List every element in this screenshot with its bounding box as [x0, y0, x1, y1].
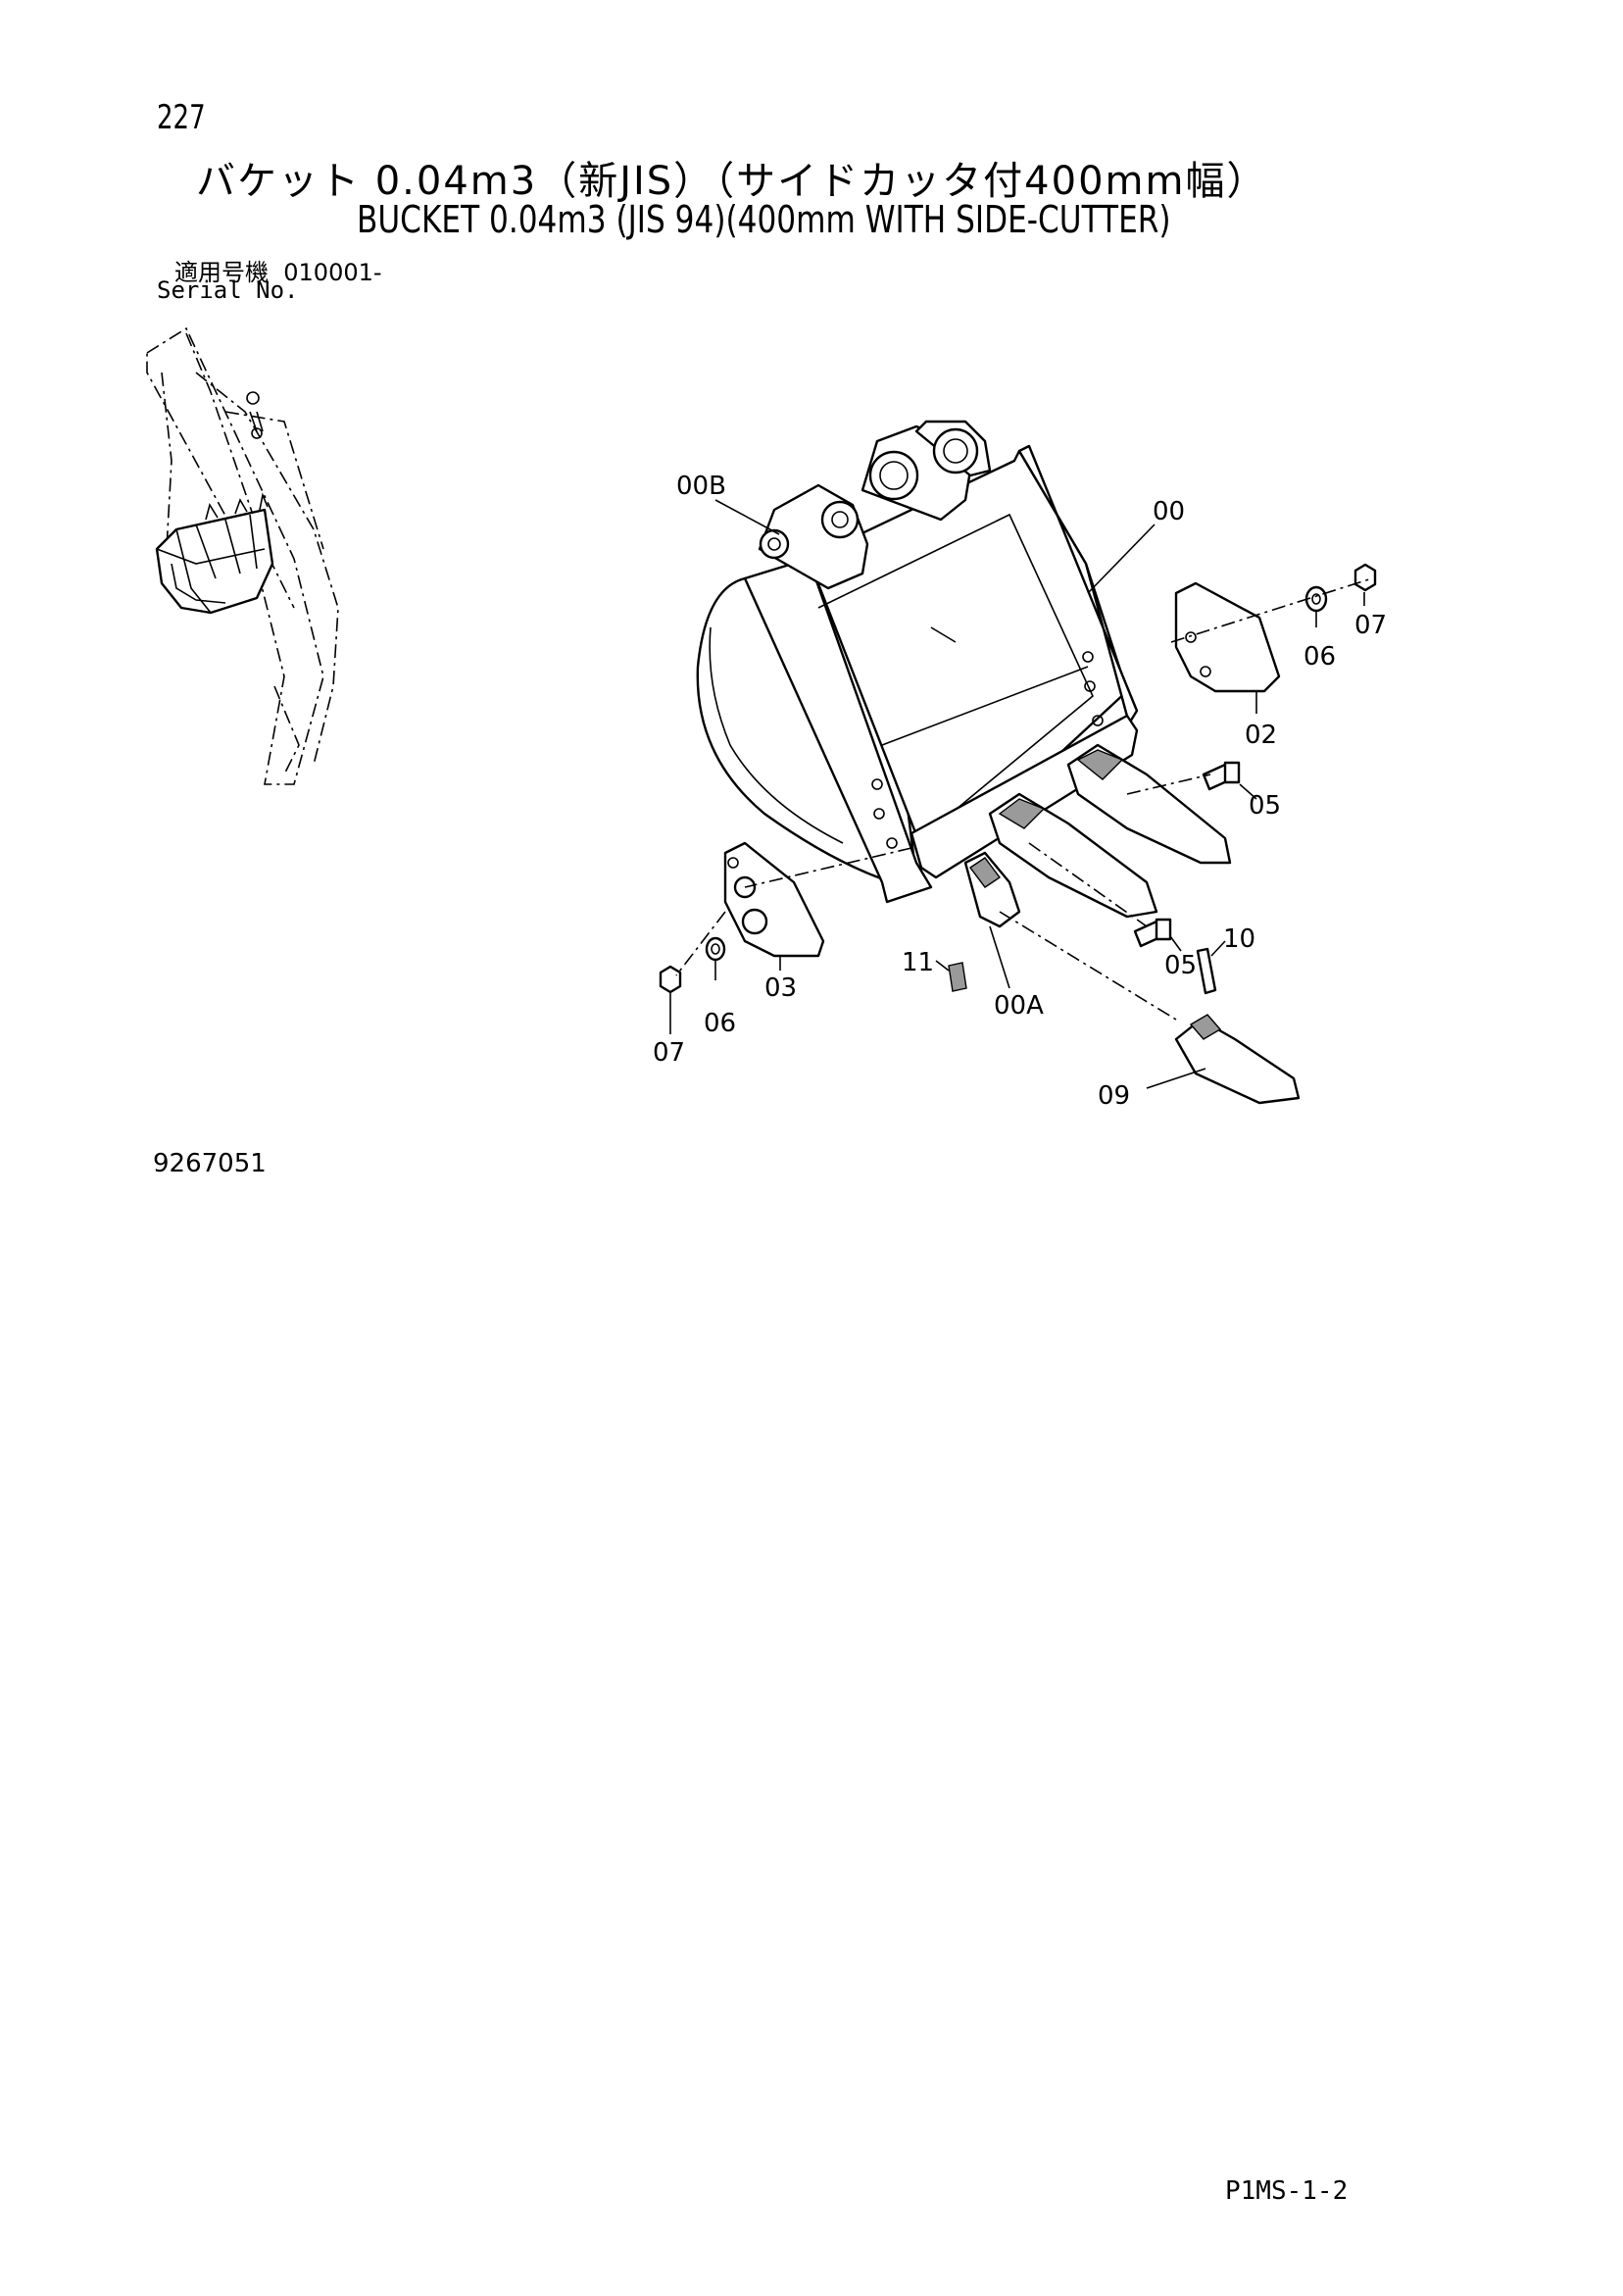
bolt-upper: [1202, 761, 1241, 791]
washer-left: [705, 936, 726, 962]
side-cutter-right: [1174, 581, 1281, 693]
page-number: 227: [157, 98, 206, 137]
nut-right: [1353, 563, 1377, 592]
callout-10: 10: [1223, 924, 1255, 954]
bucket-assembly: [696, 420, 1139, 904]
callout-05-upper: 05: [1249, 791, 1281, 821]
tooth-lock: [948, 962, 967, 992]
serial-line: 適用号機 010001-: [174, 253, 382, 287]
excavator-arm-thumbnail: [146, 326, 339, 785]
nut-left: [659, 965, 682, 994]
serial-value: 010001-: [283, 259, 382, 286]
callout-03: 03: [764, 973, 797, 1003]
callout-07-right: 07: [1354, 611, 1387, 640]
callout-11: 11: [902, 948, 934, 977]
serial-label-jp: 適用号機: [174, 259, 269, 286]
callout-00B: 00B: [676, 472, 726, 501]
footer-code: P1MS-1-2: [1225, 2176, 1349, 2206]
callout-00A: 00A: [994, 991, 1044, 1021]
callout-07-left: 07: [653, 1038, 685, 1068]
callout-09: 09: [1098, 1081, 1130, 1111]
bolt-lower: [1133, 918, 1172, 948]
title-english: BUCKET 0.04m3 (JIS 94)(400mm WITH SIDE-C…: [357, 198, 1171, 241]
title-japanese: バケット 0.04m3（新JIS）（サイドカッタ付400mm幅）: [196, 159, 1268, 204]
serial-label-en: Serial No.: [157, 276, 299, 304]
side-cutter-left: [723, 841, 825, 958]
callout-02: 02: [1245, 721, 1277, 750]
callout-00: 00: [1153, 497, 1185, 526]
callout-06-left: 06: [704, 1009, 736, 1038]
drawing-number: 9267051: [153, 1149, 267, 1178]
callout-06-right: 06: [1303, 642, 1336, 672]
bucket-teeth: [963, 743, 1232, 928]
spare-tooth: [1174, 1014, 1301, 1105]
tooth-pin: [1196, 947, 1217, 995]
callout-05-lower: 05: [1164, 951, 1197, 980]
